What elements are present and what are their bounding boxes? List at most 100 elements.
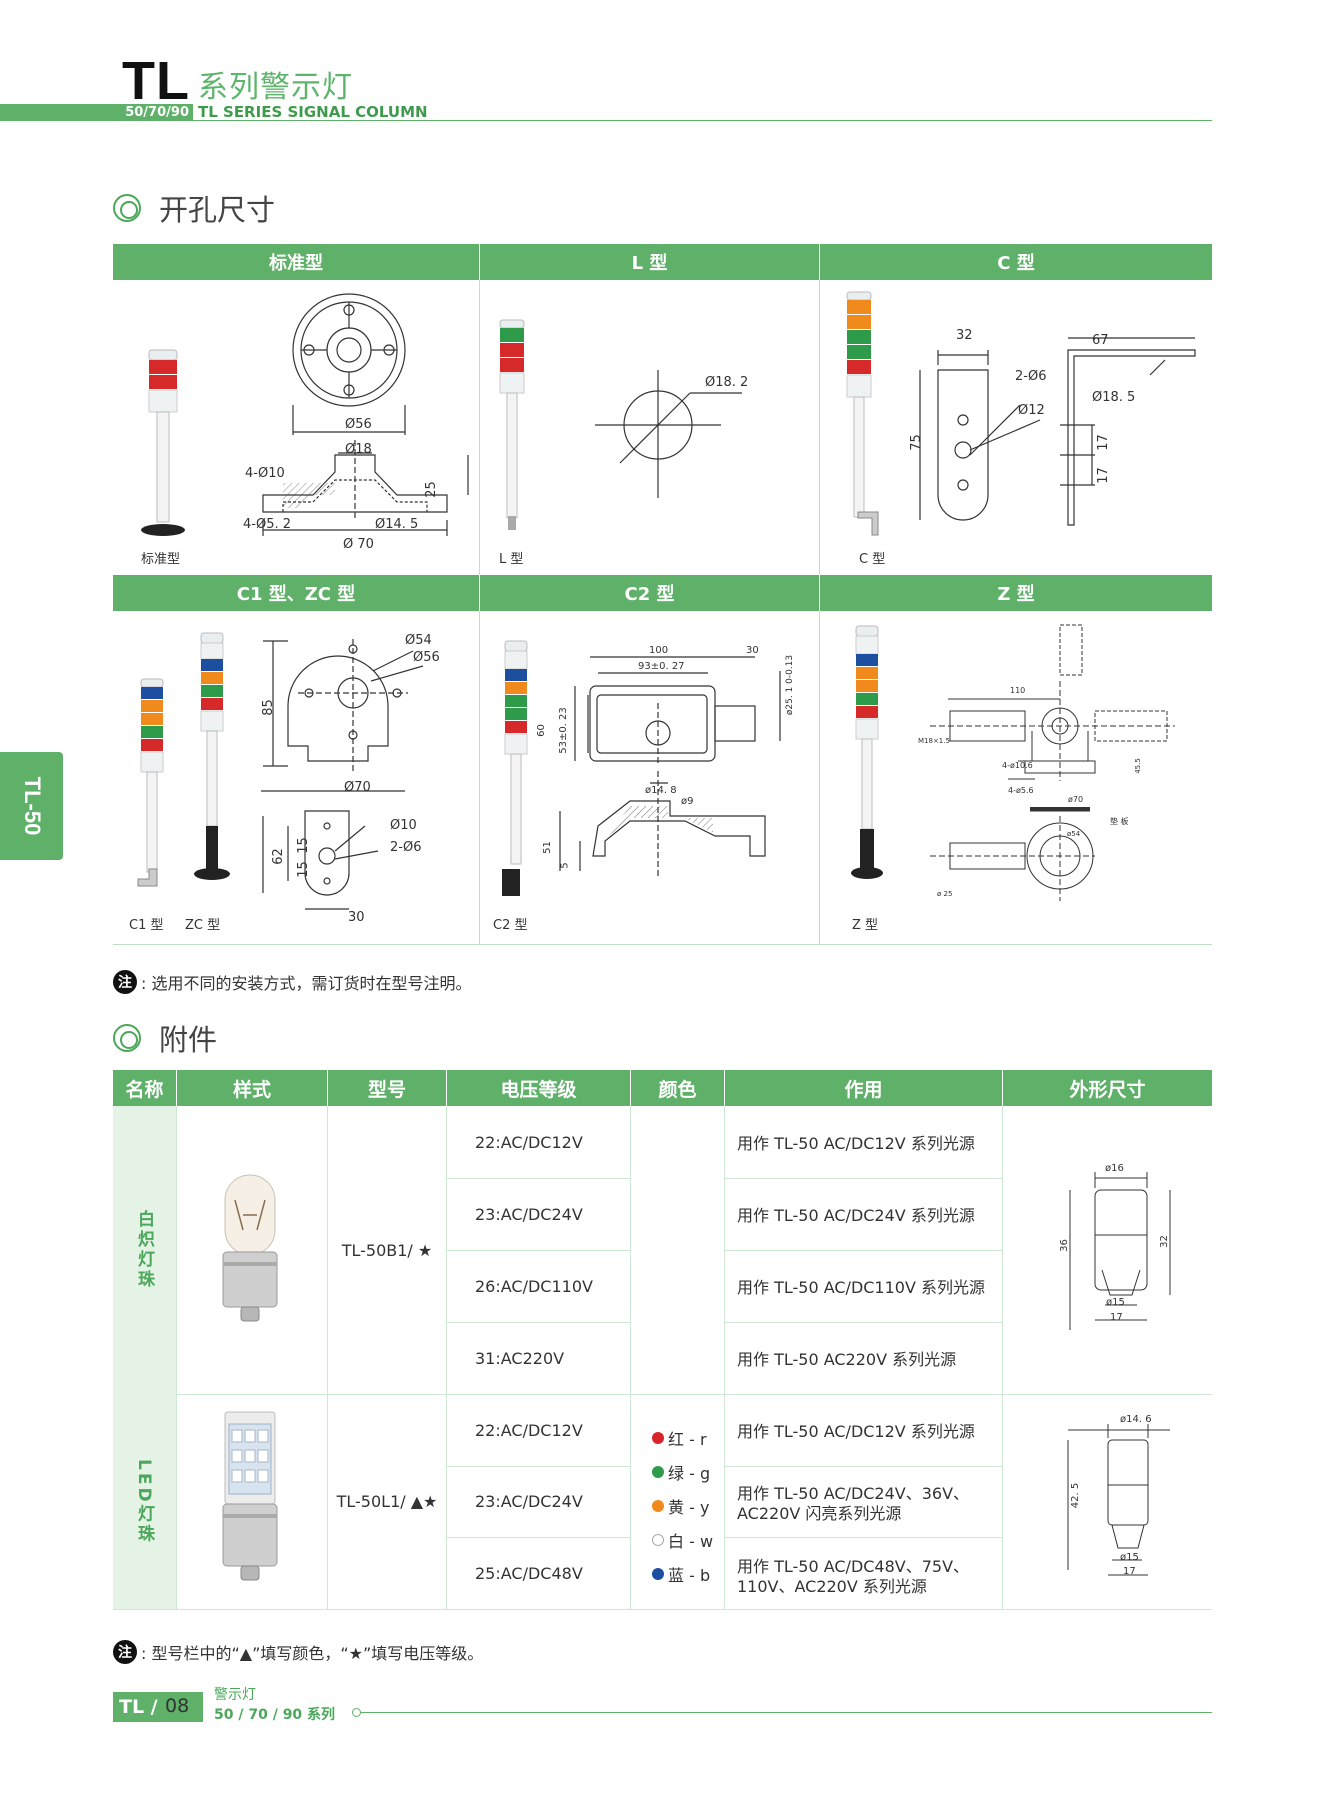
c2-type-drawing xyxy=(502,640,781,896)
grid-divider xyxy=(819,611,820,944)
z-lamp-icon xyxy=(851,625,883,879)
row-name-led: LED灯珠 xyxy=(113,1394,176,1609)
dim-label: Ø10 xyxy=(390,818,417,833)
color-label: 蓝 - b xyxy=(668,1566,711,1585)
c-lamp-icon xyxy=(846,291,879,536)
table-divider xyxy=(113,1609,1212,1610)
c1-zc-type-drawing xyxy=(137,632,424,910)
head-c1-zc-type: C1 型、ZC 型 xyxy=(113,575,479,611)
color-label: 白 - w xyxy=(668,1532,714,1551)
dim-label: 17 xyxy=(1095,467,1111,484)
note-text: : 选用不同的安装方式，需订货时在型号注明。 xyxy=(141,974,472,993)
dim-label: 62 xyxy=(270,848,286,865)
table-divider xyxy=(447,1178,630,1179)
dim-label: 5 xyxy=(559,862,571,869)
grid-divider xyxy=(113,944,1212,945)
note-mounting: 注 : 选用不同的安装方式，需订货时在型号注明。 xyxy=(113,970,471,994)
dim-label: 110 xyxy=(1010,686,1026,695)
caption-c1: C1 型 xyxy=(129,918,164,933)
led-bulb-image xyxy=(222,1411,278,1581)
l-type-drawing xyxy=(499,319,742,530)
table-divider xyxy=(446,1106,447,1609)
dim-label: Ø56 xyxy=(345,417,372,432)
dim-label: Ø18 xyxy=(345,442,372,457)
dim-label: ø14. 8 xyxy=(645,785,677,796)
white-dot-icon xyxy=(652,1534,664,1546)
dim-label: 15 xyxy=(295,837,311,854)
dim-label: ø15 xyxy=(1120,1552,1139,1563)
grid-divider xyxy=(479,280,480,575)
color-label: 红 - r xyxy=(668,1430,707,1449)
use-cell: 用作 TL-50 AC/DC24V、36V、 xyxy=(737,1484,970,1503)
dim-label: M18×1.5 xyxy=(918,737,950,745)
dim-label: ø16 xyxy=(1105,1163,1124,1174)
th-style: 样式 xyxy=(177,1070,327,1106)
color-option-green: 绿 - g xyxy=(652,1460,710,1484)
dim-label: 17 xyxy=(1110,1312,1123,1323)
dim-label: 75 xyxy=(908,434,924,451)
dim-label: ø 25 xyxy=(937,890,953,898)
c1-lamp-icon xyxy=(137,678,164,887)
use-cell: 110V、AC220V 系列光源 xyxy=(737,1577,927,1596)
color-option-white: 白 - w xyxy=(652,1528,713,1552)
dim-label: Ø18. 5 xyxy=(1092,390,1136,405)
voltage-cell: 26:AC/DC110V xyxy=(475,1276,593,1296)
footer-tag: TL / xyxy=(113,1692,203,1722)
dim-label: 4-Ø10 xyxy=(245,466,285,481)
side-tab-label: TL-50 xyxy=(19,776,45,836)
dim-label: ø15 xyxy=(1106,1297,1125,1308)
use-cell: 用作 TL-50 AC/DC48V、75V、 xyxy=(737,1557,970,1576)
caption-zc: ZC 型 xyxy=(185,918,221,933)
l-lamp-icon xyxy=(499,319,525,530)
table-divider xyxy=(447,1537,630,1538)
dim-label: Ø18. 2 xyxy=(705,375,749,390)
section-title-text: 开孔尺寸 xyxy=(159,193,276,227)
table-divider xyxy=(724,1106,725,1609)
head-c-type: C 型 xyxy=(820,244,1212,280)
green-dot-icon xyxy=(652,1466,664,1478)
dim-label: 30 xyxy=(348,910,365,925)
dim-label: 67 xyxy=(1092,333,1109,348)
head-z-type: Z 型 xyxy=(820,575,1212,611)
dim-label: Ø14. 5 xyxy=(375,517,419,532)
dim-label: 25 xyxy=(423,481,439,498)
grid-divider xyxy=(819,280,820,575)
footer-tag-label: TL / xyxy=(119,1696,158,1718)
c-type-drawing xyxy=(846,291,1196,536)
c2-lamp-icon xyxy=(502,640,528,896)
color-label: 黄 - y xyxy=(668,1498,710,1517)
caption-l: L 型 xyxy=(499,552,524,567)
head-c2-type: C2 型 xyxy=(480,575,819,611)
voltage-cell: 31:AC220V xyxy=(475,1348,565,1368)
dim-label: 17 xyxy=(1095,434,1111,451)
head-standard: 标准型 xyxy=(113,244,479,280)
th-dimensions: 外形尺寸 xyxy=(1003,1070,1212,1106)
dim-label: 45.5 xyxy=(1133,758,1142,774)
dim-label: 85 xyxy=(260,699,276,716)
dim-label: ø70 xyxy=(1068,795,1084,804)
row-name-incandescent: 白炽灯珠 xyxy=(113,1106,176,1394)
zc-lamp-icon xyxy=(194,632,230,880)
incandescent-bulb-image xyxy=(222,1174,278,1322)
head-l-type: L 型 xyxy=(480,244,819,280)
voltage-cell: 23:AC/DC24V xyxy=(475,1204,583,1224)
table-divider xyxy=(725,1250,1002,1251)
side-tab: TL-50 xyxy=(0,752,63,860)
caption-standard: 标准型 xyxy=(141,552,181,567)
dim-label: Ø 70 xyxy=(343,537,374,552)
yellow-dot-icon xyxy=(652,1500,664,1512)
dim-label: ø54 xyxy=(1067,830,1081,838)
table-divider xyxy=(176,1106,177,1609)
standard-type-drawing xyxy=(141,293,469,536)
model-incandescent: TL-50B1/ ★ xyxy=(341,1240,433,1260)
page-title-en: TL SERIES SIGNAL COLUMN xyxy=(198,103,428,121)
table-divider xyxy=(725,1322,1002,1323)
led-outline-drawing xyxy=(1067,1424,1170,1576)
dim-label: 100 xyxy=(649,645,669,656)
dim-label: ø14. 6 xyxy=(1120,1414,1152,1425)
dim-label: Ø54 xyxy=(405,633,432,648)
dim-label: ø25. 1 0-0.13 xyxy=(785,654,796,716)
section-title-mounting: 开孔尺寸 xyxy=(113,187,275,229)
dim-label: 2-Ø6 xyxy=(1015,369,1047,384)
model-led: TL-50L1/ ▲★ xyxy=(336,1492,438,1511)
